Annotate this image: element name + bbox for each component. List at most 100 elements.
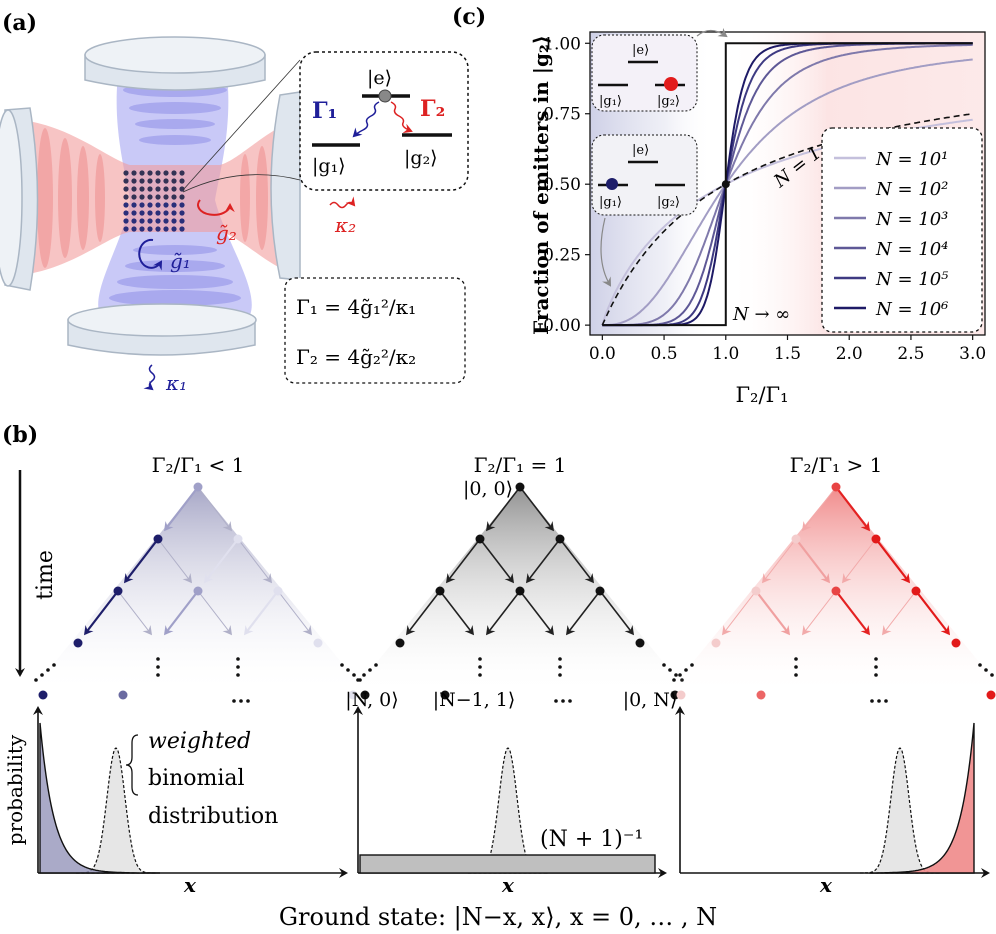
gamma1-label: Γ₁ — [312, 98, 337, 124]
legend-label: N = 10³ — [875, 209, 948, 230]
atom-dot — [147, 178, 153, 184]
kappa2-wave-icon — [329, 196, 356, 209]
atom-dot — [147, 186, 153, 192]
uniform-label: (N + 1)⁻¹ — [540, 827, 643, 852]
level-g2-label: |g₂⟩ — [404, 147, 438, 169]
state-top-label: |0, 0⟩ — [463, 478, 513, 500]
state-node — [635, 638, 645, 648]
atom-dot — [131, 202, 137, 208]
x-tick-label: 1.5 — [774, 344, 801, 364]
distributions — [33, 706, 990, 878]
atom-in-g1-icon — [606, 178, 618, 190]
atom-dot — [179, 226, 185, 232]
atom-dot — [155, 170, 161, 176]
inset-bottom-g2-label: |g₂⟩ — [657, 195, 680, 210]
transition-arrow — [835, 590, 871, 636]
atom-dot — [131, 170, 137, 176]
formula-box — [284, 277, 466, 384]
brace-icon — [125, 734, 139, 796]
atom-dot — [139, 226, 145, 232]
time-label: time — [33, 550, 58, 600]
atom-dot — [147, 194, 153, 200]
atom-dot — [163, 170, 169, 176]
state-node — [73, 638, 83, 648]
state-node — [791, 534, 801, 544]
transition-arrow — [565, 590, 601, 636]
weighted-dist-left — [39, 722, 160, 874]
atom-dot — [147, 210, 153, 216]
state-node — [871, 534, 881, 544]
transition-arrow — [157, 538, 193, 584]
atom-dot — [139, 210, 145, 216]
xlabel-3: x — [819, 873, 833, 897]
state-node — [313, 638, 323, 648]
decay-gamma2-arrow — [390, 101, 413, 134]
binomial-dashed — [860, 747, 940, 874]
atom-dot — [179, 178, 185, 184]
atom-dot — [147, 202, 153, 208]
transition-arrow — [123, 538, 159, 584]
state-node — [193, 586, 203, 596]
panel-label-c: (c) — [452, 4, 486, 30]
chart-legend — [821, 127, 983, 333]
blue-fringes — [109, 62, 241, 306]
atom-dot — [171, 210, 177, 216]
transition-arrow — [197, 590, 233, 636]
transition-arrow — [163, 590, 199, 636]
atom-dot — [131, 178, 137, 184]
atom-dot — [123, 218, 129, 224]
atom-dot — [131, 186, 137, 192]
atom-dot — [171, 226, 177, 232]
state-node — [113, 586, 123, 596]
title-greater: Γ₂/Γ₁ > 1 — [790, 453, 883, 477]
end-state-node — [440, 690, 450, 700]
state-node — [711, 638, 721, 648]
coupling-g2-arrow — [197, 199, 235, 216]
transition-arrow — [485, 590, 521, 636]
atom-dot — [155, 202, 161, 208]
transition-arrow — [83, 590, 119, 636]
atom-dot — [171, 218, 177, 224]
atom-dot — [131, 218, 137, 224]
end-state-node — [38, 690, 48, 700]
state-node — [911, 586, 921, 596]
state-node — [515, 482, 525, 492]
atom-dot — [123, 170, 129, 176]
transition-arrow — [405, 590, 441, 636]
xlabel-2: x — [501, 873, 515, 897]
atom-dot — [171, 202, 177, 208]
annotation-weighted: weighted — [148, 729, 251, 754]
state-node — [831, 586, 841, 596]
coupling-g1-arrow — [138, 238, 163, 271]
transition-arrow — [801, 486, 837, 532]
atom-dot — [171, 170, 177, 176]
atom-dot — [163, 194, 169, 200]
atom-dot — [139, 194, 145, 200]
coupling-g2-label: g̃₂ — [216, 221, 237, 245]
level-scheme-box — [299, 51, 469, 191]
transition-arrow — [445, 538, 481, 584]
atom-dot — [131, 226, 137, 232]
y-tick-label: 0.25 — [543, 246, 581, 266]
x-tick-label: 1.0 — [712, 344, 739, 364]
y-tick-label: 0.75 — [543, 105, 581, 125]
atom-dot — [123, 194, 129, 200]
title-equal: Γ₂/Γ₁ = 1 — [474, 453, 567, 477]
gamma2-label: Γ₂ — [420, 96, 445, 122]
end-state-node — [676, 690, 686, 700]
transition-arrow — [525, 538, 561, 584]
atom-dot — [139, 218, 145, 224]
state-node — [831, 482, 841, 492]
atom-in-g2-icon — [664, 77, 678, 91]
atom-dot — [163, 186, 169, 192]
transition-arrow — [559, 538, 595, 584]
transition-arrow — [795, 538, 831, 584]
atom-dot — [163, 218, 169, 224]
x-tick-label: 2.0 — [836, 344, 863, 364]
panel-a: g̃₁ g̃₂ κ₂ κ₁ |e⟩ |g₁⟩ |g₂⟩ Γ₁ Γ₂ Γ₁ = 4… — [0, 36, 469, 395]
transition-arrow — [237, 538, 273, 584]
state-node — [435, 586, 445, 596]
transition-arrow — [519, 486, 555, 532]
